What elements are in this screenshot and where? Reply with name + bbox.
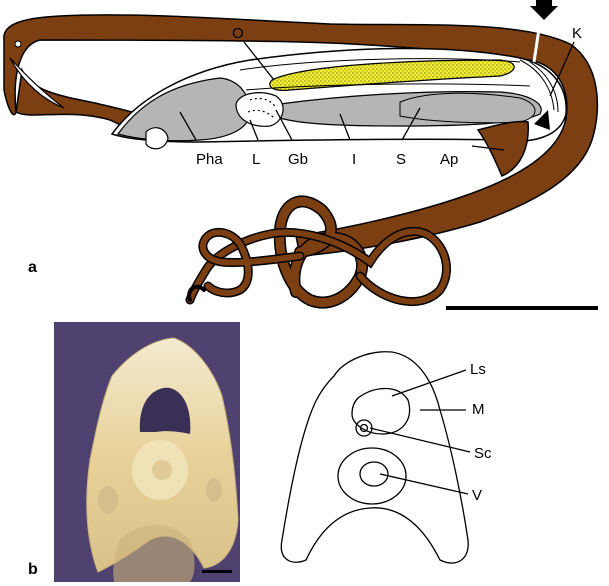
down-arrow-icon xyxy=(530,0,558,20)
ovary xyxy=(269,59,515,91)
label-Gb: Gb xyxy=(288,151,308,168)
spinal-cord-inner xyxy=(359,423,369,433)
liver xyxy=(235,92,284,127)
tail-coils xyxy=(185,195,452,309)
spinal-cord-outer xyxy=(355,419,373,437)
label-K: K xyxy=(572,25,582,42)
appendage xyxy=(476,120,529,177)
label-Sc: Sc xyxy=(474,445,492,462)
leader-lines-a xyxy=(179,41,575,151)
label-S: S xyxy=(396,151,406,168)
cross-section-schematic xyxy=(280,351,469,564)
section-outline xyxy=(280,351,469,564)
inner-membrane xyxy=(239,58,531,91)
vessel-outer xyxy=(337,447,407,505)
animal-drawing xyxy=(3,0,599,309)
label-V: V xyxy=(472,487,482,504)
label-M: M xyxy=(472,401,485,418)
leader-lines-b xyxy=(369,369,471,495)
label-Ls: Ls xyxy=(470,361,486,378)
label-Ap: Ap xyxy=(440,151,458,168)
arrowhead xyxy=(534,110,550,130)
label-O: O xyxy=(232,25,244,42)
eye-spot xyxy=(14,40,22,48)
panel-letter-a: a xyxy=(28,259,37,276)
label-I: I xyxy=(352,151,356,168)
arrow-marker-line xyxy=(532,21,542,63)
vessel-inner xyxy=(359,461,389,487)
pharynx-lobe xyxy=(145,127,169,150)
kidney-lines xyxy=(519,59,559,113)
stomach xyxy=(399,92,536,124)
mouth-slit xyxy=(9,57,65,109)
label-L: L xyxy=(252,151,260,168)
scale-bar-a xyxy=(446,306,598,310)
scale-bar-b xyxy=(202,570,232,573)
gall-bladder-dots xyxy=(247,97,277,119)
cross-section-photo xyxy=(54,322,240,582)
label-Pha: Pha xyxy=(196,151,223,168)
longitudinal-septum xyxy=(351,387,411,435)
panel-letter-b: b xyxy=(28,561,38,578)
